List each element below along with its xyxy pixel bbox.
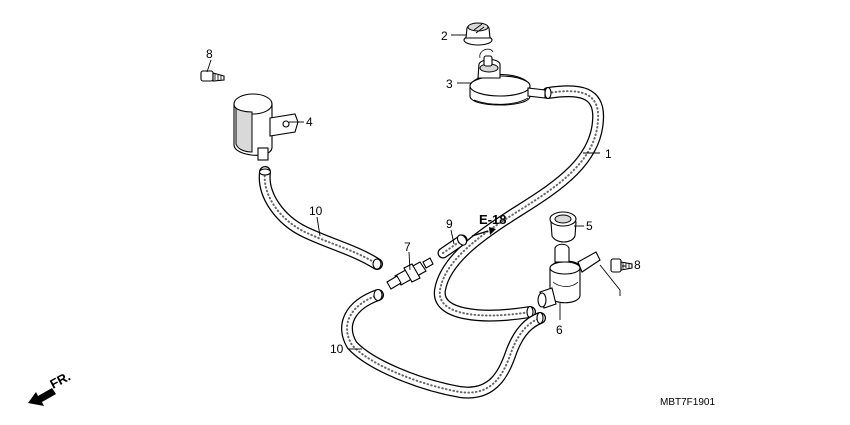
diagram-code: MBT7F1901 (660, 397, 715, 408)
callout-4: 4 (306, 115, 313, 129)
hose-1 (433, 85, 605, 322)
arrow-down-left-icon (28, 388, 56, 406)
callout-10-lower: 10 (330, 342, 344, 356)
canister-part-4 (233, 93, 299, 161)
callout-2: 2 (441, 29, 448, 43)
valve-part-6 (537, 243, 601, 309)
bolt-part-8-lower (610, 258, 633, 273)
rubber-cap-part-5 (549, 211, 577, 243)
hose-10-upper (258, 166, 383, 270)
callout-8-lower: 8 (634, 258, 641, 272)
joint-part-7 (386, 257, 434, 290)
bolt-part-8-upper (200, 70, 225, 82)
callout-6: 6 (556, 323, 563, 337)
callout-3: 3 (446, 77, 453, 91)
vacuum-chamber-part-3 (469, 48, 546, 106)
front-label: FR. (47, 369, 73, 392)
callout-1: 1 (605, 147, 612, 161)
callout-10-upper: 10 (309, 204, 323, 218)
callout-5: 5 (586, 219, 593, 233)
callout-8-upper: 8 (206, 47, 213, 61)
callout-7: 7 (404, 240, 411, 254)
callout-9: 9 (446, 217, 453, 231)
hose-9 (437, 234, 468, 259)
cap-part-2 (463, 22, 493, 46)
hose-10-lower (341, 288, 546, 399)
arrow-right-icon (471, 227, 496, 237)
reference-label: E-18 (479, 212, 506, 227)
